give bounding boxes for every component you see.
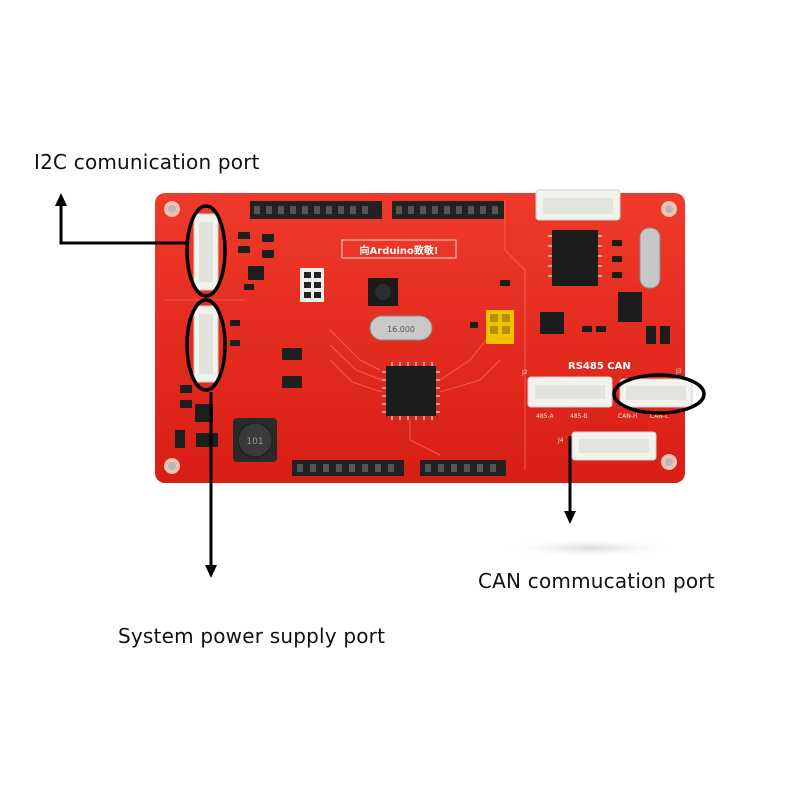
can-port-highlight [612,373,706,415]
i2c-arrow [55,193,188,245]
crystal-oscillator-right [639,227,661,289]
pcb-board: 16.000 [155,189,693,483]
mounting-hole [164,201,180,217]
mcu-chip [382,362,440,420]
top-right-connector [535,189,621,221]
pcb-traces [329,329,501,456]
j2-silkscreen: J2 [521,369,528,376]
j4-connector [571,431,657,461]
power-port-highlight [185,298,227,392]
i2c-connector [193,213,219,291]
j4-silkscreen: J4 [557,437,564,444]
smd-components-right [470,240,670,344]
can-port-label: CAN commucation port [478,569,715,593]
transceiver-chip [548,230,602,286]
power-supply-port-label: System power supply port [118,624,386,648]
inductor-marking: 101 [246,437,263,447]
mounting-hole [164,458,180,474]
jumper-block-left [300,268,324,302]
crystal-marking: 16.000 [387,325,415,334]
rs485-can-silkscreen: RS485 CAN [568,361,631,372]
crystal-oscillator: 16.000 [369,315,433,341]
board-shadow [500,539,680,557]
j3-silkscreen: J3 [675,368,682,375]
power-arrow [205,392,217,578]
jumper-block-yellow [486,310,514,344]
smd-components-left [175,232,302,448]
can-l-silkscreen: CAN-L [650,413,669,420]
top-pin-header-left [250,201,382,219]
can-connector [619,378,693,408]
bottom-pin-header-left [292,460,404,476]
485-b-silkscreen: 485-B [570,413,588,420]
reset-button [368,278,398,306]
mounting-hole [661,201,677,217]
i2c-port-label: I2C comunication port [34,150,260,174]
top-pin-header-right [392,201,504,219]
power-inductor: 101 [233,418,277,462]
banner-silkscreen: 向Arduino致敬! [341,239,457,259]
bottom-pin-header-right [420,460,506,476]
i2c-port-highlight [185,204,227,298]
banner-text: 向Arduino致敬! [360,244,439,257]
power-connector [193,305,219,383]
can-arrow [564,436,576,524]
can-h-silkscreen: CAN-H [618,413,637,420]
rs485-connector [527,376,613,408]
485-a-silkscreen: 485-A [536,413,554,420]
mounting-hole [661,454,677,470]
